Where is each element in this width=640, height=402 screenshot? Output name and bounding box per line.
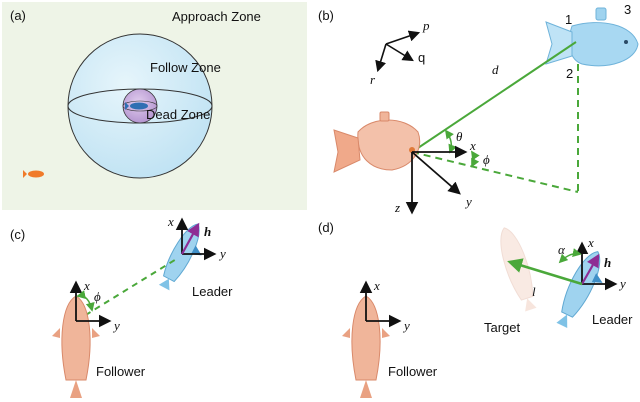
- frame-q-label: q: [418, 50, 425, 65]
- panel-a: (a) Approach Zone Follow Zone Dead Zone: [2, 2, 307, 210]
- alpha-label: α: [558, 242, 566, 257]
- theta-label: θ: [456, 129, 463, 144]
- leader-axis-y-label: y: [218, 246, 226, 261]
- target-vector: [507, 258, 583, 286]
- heading-h-label-d: h: [604, 255, 611, 270]
- leader-label: Leader: [192, 284, 233, 299]
- alpha-arc: [558, 248, 582, 264]
- panel-b: (b) p q r 1 3 2 d θ ϕ: [318, 2, 639, 215]
- follower-fish-d-icon: [342, 295, 390, 398]
- follower-top-fish-icon: [52, 295, 100, 398]
- phi-arc: [471, 150, 480, 168]
- leader-d-axis-y-label: y: [618, 276, 626, 291]
- leader-axis-x-label: x: [167, 214, 174, 229]
- panel-b-tag: (b): [318, 8, 334, 23]
- leader-d-label: Leader: [592, 312, 633, 327]
- distance-line: [411, 41, 577, 153]
- frame-r-label: r: [370, 72, 376, 87]
- heading-h-label: h: [204, 224, 211, 239]
- phi-label: ϕ: [483, 152, 490, 167]
- panel-a-tag: (a): [10, 8, 26, 23]
- leader-robot-fish-icon: [545, 7, 639, 67]
- leader-heading-arrow: [181, 222, 200, 255]
- phi-arc-c: [76, 290, 95, 312]
- follower-d-label: Follower: [388, 364, 438, 379]
- panel-d-tag: (d): [318, 220, 334, 235]
- length-label: l: [532, 284, 536, 299]
- follower-axis-y-label: y: [112, 318, 120, 333]
- phi-label-c: ϕ: [94, 289, 101, 304]
- point-2-label: 2: [566, 66, 573, 81]
- follower-d-axis-y-label: y: [402, 318, 410, 333]
- follower-robot-fish-icon: [333, 111, 421, 173]
- dead-zone-equator: [122, 100, 158, 112]
- axis-z-label: z: [394, 200, 400, 215]
- follower-fish-icon: [23, 170, 44, 178]
- target-label: Target: [484, 320, 521, 335]
- frame-p-label: p: [422, 18, 430, 33]
- distance-label: d: [492, 62, 499, 77]
- follower-label: Follower: [96, 364, 146, 379]
- follower-axis-x-label: x: [83, 278, 90, 293]
- approach-zone-label: Approach Zone: [172, 9, 261, 24]
- follower-d-axis-x-label: x: [373, 278, 380, 293]
- point-3-label: 3: [624, 2, 631, 17]
- projection-line: [411, 151, 579, 193]
- follow-zone-label: Follow Zone: [150, 60, 221, 75]
- axis-y-label: y: [464, 194, 472, 209]
- leader-d-heading-arrow: [581, 253, 600, 285]
- leader-d-axis-x-label: x: [587, 235, 594, 250]
- inertial-axes: x y z: [394, 138, 476, 215]
- panel-c-tag: (c): [10, 227, 25, 242]
- panel-d: (d) Target x y h α l Leader: [318, 220, 633, 398]
- dead-zone-label: Dead Zone: [146, 107, 210, 122]
- theta-arc: [444, 129, 457, 154]
- point-1-label: 1: [565, 12, 572, 27]
- axis-x-label: x: [469, 138, 476, 153]
- leader-fish-icon: [125, 102, 148, 110]
- body-frame-pqr: p q r: [370, 18, 430, 87]
- panel-c: (c) x y h Leader x y ϕ Follower: [10, 214, 233, 398]
- relative-dashed-line: [75, 257, 179, 322]
